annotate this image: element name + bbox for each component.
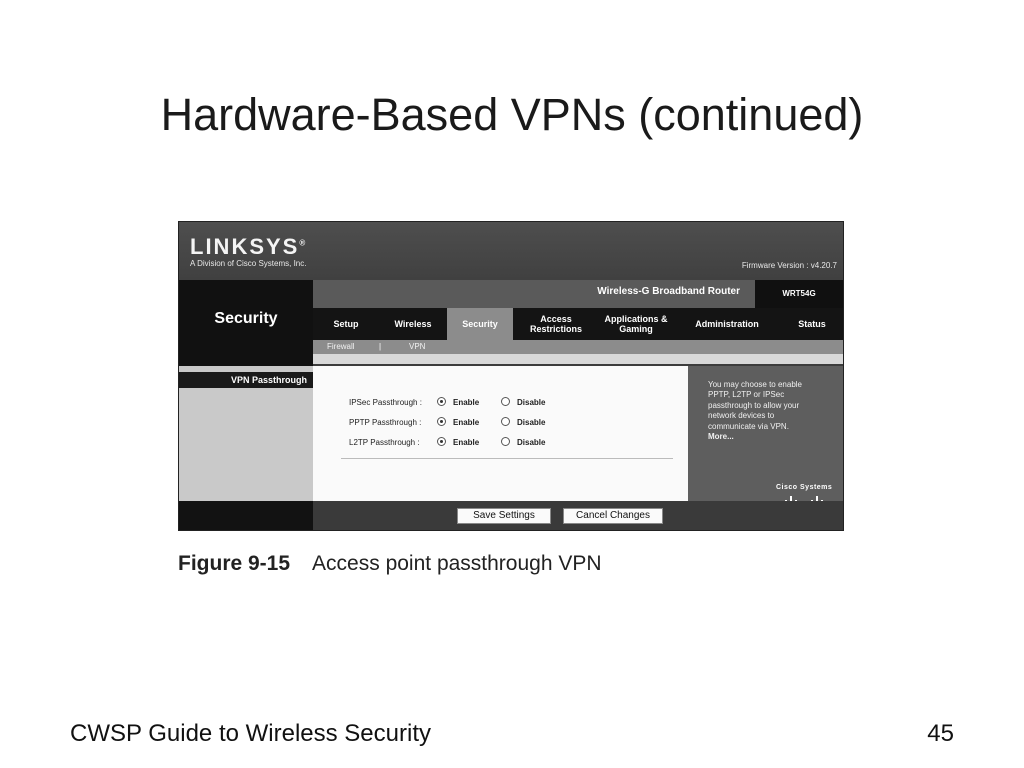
ipsec-label: IPSec Passthrough : <box>349 398 422 407</box>
tab-setup[interactable]: Setup <box>333 318 359 329</box>
l2tp-label: L2TP Passthrough : <box>349 438 420 447</box>
settings-panel: IPSec Passthrough : Enable Disable PPTP … <box>313 366 688 501</box>
l2tp-enable-label: Enable <box>453 438 480 447</box>
l2tp-disable-label: Disable <box>517 438 546 447</box>
ipsec-disable-label: Disable <box>517 398 546 407</box>
pptp-disable-label: Disable <box>517 418 546 427</box>
tab-access-restrictions[interactable]: Access Restrictions <box>529 313 582 334</box>
router-header <box>179 222 843 280</box>
tab-wireless[interactable]: Wireless <box>394 318 432 329</box>
router-screenshot: LINKSYS® A Division of Cisco Systems, In… <box>178 221 844 531</box>
help-description: You may choose to enable PPTP, L2TP or I… <box>708 380 802 431</box>
sub-tabs: Firewall | VPN <box>313 340 843 354</box>
tab-administration[interactable]: Administration <box>695 318 759 329</box>
product-name: Wireless-G Broadband Router <box>597 286 740 297</box>
divider-stripe <box>313 354 843 364</box>
cancel-changes-button[interactable]: Cancel Changes <box>563 508 663 524</box>
l2tp-enable-radio[interactable] <box>437 437 446 446</box>
ipsec-disable-radio[interactable] <box>501 397 510 406</box>
figure-caption: Figure 9-15 Access point passthrough VPN <box>178 552 602 576</box>
pptp-enable-radio[interactable] <box>437 417 446 426</box>
section-panel <box>179 280 313 366</box>
save-settings-button[interactable]: Save Settings <box>457 508 551 524</box>
page-number: 45 <box>927 720 954 747</box>
model-number: WRT54G <box>755 280 843 308</box>
footer-left-block <box>179 501 313 530</box>
left-sidebar <box>179 366 313 501</box>
subtab-firewall[interactable]: Firewall <box>327 342 355 351</box>
main-tabs: Setup Wireless Security Access Restricti… <box>313 308 843 340</box>
help-text: You may choose to enable PPTP, L2TP or I… <box>708 380 820 442</box>
cisco-systems-logo: Cisco Systems <box>776 484 833 491</box>
help-panel: You may choose to enable PPTP, L2TP or I… <box>688 366 843 506</box>
pptp-label: PPTP Passthrough : <box>349 418 422 427</box>
firmware-version: Firmware Version : v4.20.7 <box>741 261 837 270</box>
ipsec-enable-label: Enable <box>453 398 480 407</box>
linksys-logo: LINKSYS® <box>190 234 306 259</box>
subtab-vpn[interactable]: VPN <box>409 342 426 351</box>
more-link[interactable]: More... <box>708 431 734 441</box>
tab-status[interactable]: Status <box>798 318 826 329</box>
pptp-enable-label: Enable <box>453 418 480 427</box>
ipsec-enable-radio[interactable] <box>437 397 446 406</box>
pptp-disable-radio[interactable] <box>501 417 510 426</box>
product-band <box>313 280 843 308</box>
logo-tagline: A Division of Cisco Systems, Inc. <box>190 259 307 268</box>
figure-text: Access point passthrough VPN <box>312 552 602 575</box>
figure-number: Figure 9-15 <box>178 552 291 575</box>
slide-title: Hardware-Based VPNs (continued) <box>160 89 864 140</box>
l2tp-disable-radio[interactable] <box>501 437 510 446</box>
settings-divider <box>341 458 673 459</box>
subtab-separator: | <box>379 342 382 351</box>
tab-security[interactable]: Security <box>447 308 513 340</box>
slide-footer: CWSP Guide to Wireless Security <box>70 720 431 747</box>
section-title: Security <box>214 310 278 327</box>
sidebar-item-vpn-passthrough: VPN Passthrough <box>179 372 313 388</box>
tab-applications-gaming[interactable]: Applications & Gaming <box>604 313 668 334</box>
